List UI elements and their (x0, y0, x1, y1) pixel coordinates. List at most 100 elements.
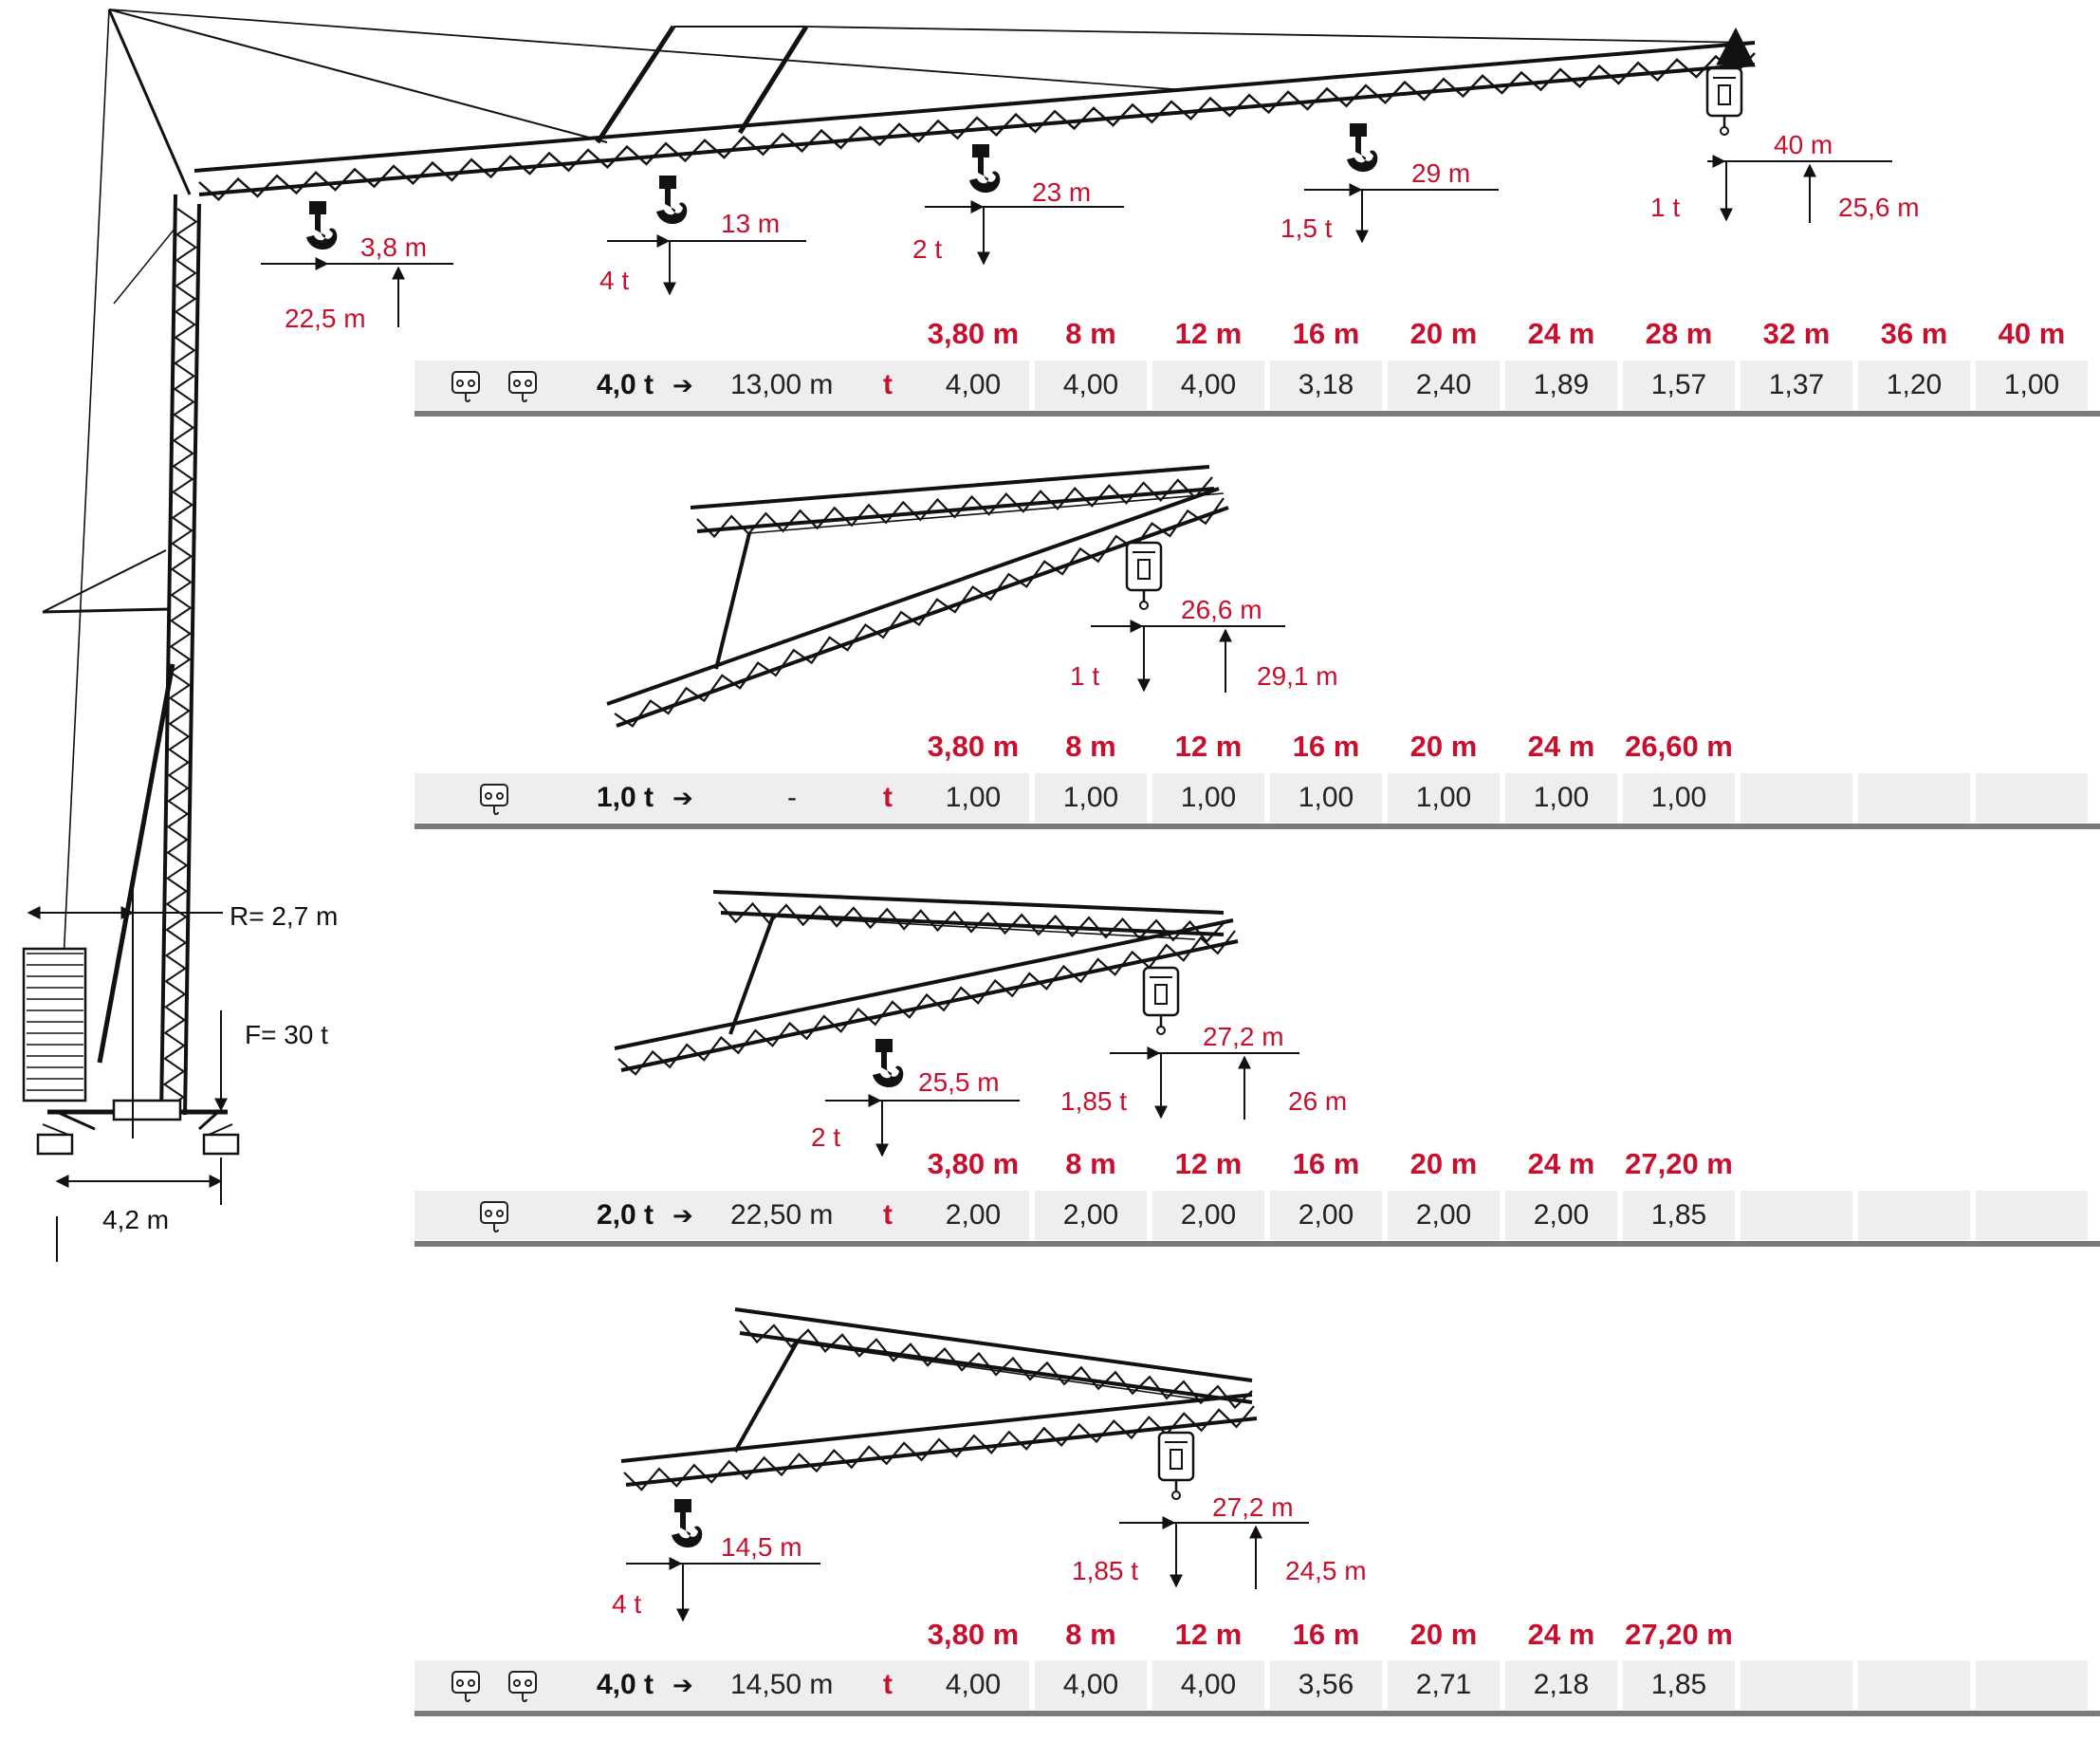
load-cell: 4,00 (917, 1660, 1029, 1710)
base-width-label: 4,2 m (102, 1205, 169, 1234)
main-jib (193, 25, 1756, 201)
config-1-callouts (261, 155, 1892, 327)
load-cell: 1,57 (1623, 361, 1735, 410)
max-load-reach: 22,50 m (730, 1199, 834, 1231)
load-table-row: 4,0 t ➔ 14,50 m t 4,00 4,00 4,00 3,56 2,… (414, 1660, 2100, 1716)
hook-icon (672, 1499, 703, 1548)
load-cell: 2,00 (1388, 1191, 1500, 1240)
load-cell: 1,00 (1035, 773, 1147, 823)
load-cell: 1,00 (1976, 361, 2088, 410)
load-cell: 2,00 (1505, 1191, 1617, 1240)
config-4-headers: 3,80 m 8 m 12 m 16 m 20 m 24 m 27,20 m (928, 1618, 1733, 1651)
callout-dist: 29 m (1411, 158, 1470, 188)
trolley-icon (1157, 1431, 1195, 1501)
radius-header: 3,80 m (928, 317, 1020, 350)
hook-icon (873, 1039, 904, 1088)
force-label: F= 30 t (245, 1020, 328, 1049)
max-load: 4,0 t (597, 369, 654, 400)
row-divider (414, 1241, 2100, 1247)
crane-base (22, 947, 240, 1156)
callout-load: 1,5 t (1280, 213, 1333, 243)
callout-load: 4 t (612, 1589, 641, 1619)
hook-icon (1347, 123, 1378, 173)
callout-dist: 27,2 m (1203, 1022, 1284, 1051)
trolley-icon (1705, 66, 1743, 137)
radius-header: 3,80 m (928, 1618, 1020, 1651)
callout-height: 24,5 m (1285, 1556, 1367, 1585)
radius-header: 3,80 m (928, 1147, 1020, 1180)
config-2-headers: 3,80 m 8 m 12 m 16 m 20 m 24 m 26,60 m (928, 730, 1733, 763)
empty-cell (1976, 773, 2088, 823)
callout-dist: 14,5 m (721, 1532, 802, 1562)
max-load: 2,0 t (597, 1199, 654, 1231)
load-cell: 1,20 (1858, 361, 1970, 410)
load-table-row: 4,0 t ➔ 13,00 m t 4,00 4,00 4,00 3,18 2,… (414, 361, 2100, 417)
config-3-headers: 3,80 m 8 m 12 m 16 m 20 m 24 m 27,20 m (928, 1147, 1733, 1180)
empty-cell (1976, 1191, 2088, 1240)
radius-header: 32 m (1763, 317, 1831, 350)
unit-label: t (883, 782, 893, 813)
load-cell: 2,00 (1152, 1191, 1264, 1240)
radius-header: 28 m (1646, 317, 1713, 350)
unit-label: t (883, 369, 893, 400)
radius-header: 20 m (1410, 1147, 1478, 1180)
radius-header: 16 m (1293, 730, 1360, 763)
callout-load: 4 t (599, 266, 629, 295)
load-cell: 1,00 (917, 773, 1029, 823)
load-cell: 1,85 (1623, 1191, 1735, 1240)
radius-header: 36 m (1881, 317, 1948, 350)
radius-header: 16 m (1293, 317, 1360, 350)
max-load-reach: 14,50 m (730, 1669, 834, 1700)
radius-header: 3,80 m (928, 730, 1020, 763)
empty-cell (1741, 773, 1852, 823)
radius-header: 8 m (1065, 730, 1115, 763)
radius-header: 20 m (1410, 730, 1478, 763)
radius-header: 20 m (1410, 317, 1478, 350)
callout-load: 1,85 t (1060, 1086, 1127, 1116)
load-cell: 2,40 (1388, 361, 1500, 410)
single-hook-icon (480, 1201, 508, 1233)
callout-height: 22,5 m (285, 304, 366, 333)
callout-dist: 3,8 m (360, 232, 427, 262)
hook-icon (306, 201, 338, 250)
double-hook-icon (508, 1671, 537, 1703)
callout-height: 26 m (1288, 1086, 1347, 1116)
load-cell: 4,00 (1152, 361, 1264, 410)
callout-load: 1,85 t (1072, 1556, 1138, 1585)
callout-load: 1 t (1650, 193, 1680, 222)
load-cell: 1,00 (1270, 773, 1382, 823)
empty-cell (1858, 1660, 1970, 1710)
row-lead (414, 1660, 917, 1710)
callout-load: 1 t (1070, 661, 1099, 691)
radius-header: 12 m (1175, 730, 1243, 763)
max-load-reach: - (787, 782, 797, 813)
load-cell: 1,00 (1388, 773, 1500, 823)
callout-dist: 13 m (721, 209, 780, 238)
radius-header: 8 m (1065, 317, 1115, 350)
radius-header: 24 m (1528, 1618, 1595, 1651)
load-table-row: 1,0 t ➔ - t 1,00 1,00 1,00 1,00 1,00 1,0… (414, 773, 2100, 829)
arrow-right-icon: ➔ (672, 784, 693, 812)
radius-header: 24 m (1528, 730, 1595, 763)
load-table-row: 2,0 t ➔ 22,50 m t 2,00 2,00 2,00 2,00 2,… (414, 1191, 2100, 1247)
empty-cell (1858, 773, 1970, 823)
load-cell: 4,00 (917, 361, 1029, 410)
callout-height: 25,6 m (1838, 193, 1920, 222)
radius-header: 16 m (1293, 1147, 1360, 1180)
empty-cell (1741, 1660, 1852, 1710)
config-1-headers: 3,80 m 8 m 12 m 16 m 20 m 24 m 28 m 32 m… (928, 317, 2066, 350)
hook-icon (969, 144, 1001, 194)
radius-header: 12 m (1175, 1618, 1243, 1651)
load-cell: 1,00 (1623, 773, 1735, 823)
empty-cell (1976, 1660, 2088, 1710)
row-divider (414, 824, 2100, 829)
unit-label: t (883, 1199, 893, 1231)
callout-dist: 26,6 m (1181, 595, 1262, 624)
crane-tower (42, 9, 1187, 1116)
load-cell: 1,00 (1505, 773, 1617, 823)
config-4-jib (620, 1307, 1258, 1491)
max-load: 4,0 t (597, 1669, 654, 1700)
load-cell: 2,00 (917, 1191, 1029, 1240)
double-hook-icon (451, 371, 480, 403)
